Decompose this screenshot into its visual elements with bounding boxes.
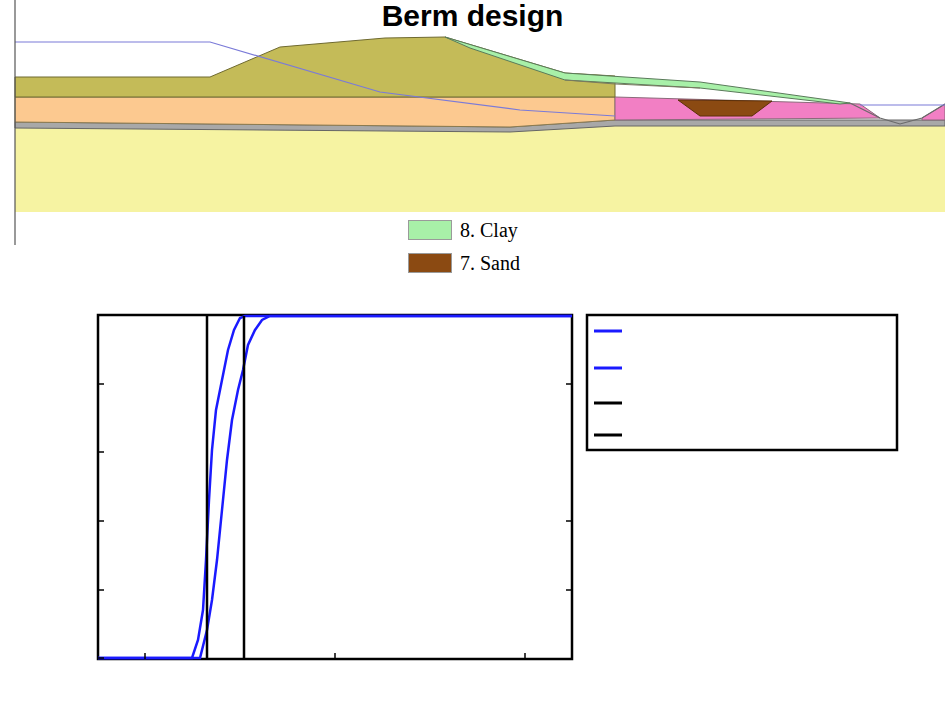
ditch-outline <box>850 103 945 124</box>
legend-line-sample <box>594 434 622 437</box>
chart-legend-box <box>587 315 897 450</box>
legend-line-sample <box>594 330 622 333</box>
sand-trough <box>678 100 772 116</box>
section-edge <box>14 0 15 245</box>
foundation-layer <box>15 122 945 212</box>
cdf-curve <box>98 316 572 658</box>
legend-line-sample <box>594 402 622 405</box>
legend-text: 8. Clay <box>460 219 518 241</box>
chart-frame <box>98 315 572 659</box>
diagram-title: Berm design <box>0 0 945 32</box>
limit-line <box>243 316 246 658</box>
pink-layer <box>615 97 880 120</box>
phreatic-line <box>15 42 615 116</box>
limit-line <box>206 316 209 658</box>
legend-swatch <box>408 253 452 273</box>
orange-layer <box>15 97 615 127</box>
clay-cover <box>445 37 850 104</box>
legend-line-sample <box>594 367 622 370</box>
axis-ticks <box>98 384 572 659</box>
legend-swatch <box>408 220 452 240</box>
water-level <box>860 104 945 105</box>
cdf-curve <box>98 316 572 658</box>
legend-text: 7. Sand <box>460 252 520 274</box>
